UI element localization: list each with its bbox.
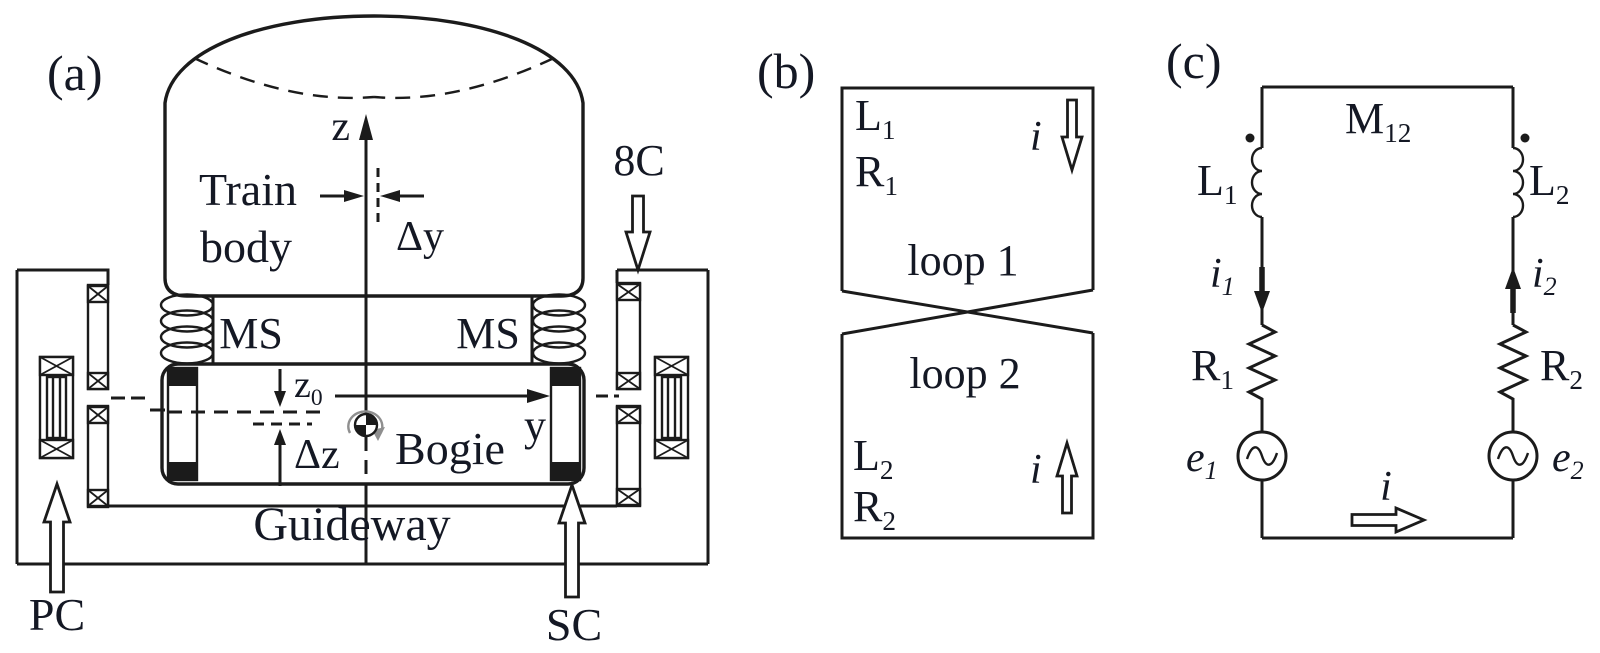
- delta-z-arrow-head: [274, 429, 286, 445]
- pc-label: PC: [29, 589, 85, 640]
- current-i1-arrow: [1254, 267, 1270, 313]
- sc-arrow: [557, 480, 587, 599]
- coil-hatch: [86, 405, 110, 425]
- guideway-structure: [15, 268, 710, 566]
- coil-hatch: [86, 371, 110, 391]
- panel-b-label: (b): [757, 43, 815, 99]
- current-arrow-down: [1060, 98, 1084, 175]
- loop1-label: loop 1: [907, 236, 1018, 285]
- secondary-suspension: [159, 293, 587, 365]
- coil-hatch: [86, 488, 110, 508]
- left-wall-coils: [38, 283, 110, 509]
- coil-hatch: [86, 284, 110, 304]
- panel-a: (a) Train body z y Δy z0 Δz MS MS Bogie …: [15, 14, 710, 650]
- mutual-inductance-label: M12: [1345, 94, 1411, 148]
- c8-label: 8C: [613, 136, 664, 185]
- panel-c: (c) M12 L1 L2 i1 i2 R1 R2 e1 e2 i: [1166, 33, 1584, 540]
- ms-label-right: MS: [456, 309, 520, 358]
- z-axis-label: z: [331, 104, 350, 150]
- delta-y-arrow-right-head: [380, 190, 400, 202]
- loop2-inductance-label: L2: [853, 431, 894, 485]
- coil-hatch: [615, 487, 642, 507]
- z-axis-arrowhead: [359, 114, 373, 140]
- panel-a-label: (a): [47, 45, 103, 101]
- resistor-R2: [1496, 323, 1530, 403]
- dot-terminal-right: [1520, 133, 1530, 143]
- train-body-label-line1: Train: [199, 164, 297, 215]
- dot-terminal-left: [1245, 133, 1255, 143]
- current-arrow-up: [1055, 438, 1079, 515]
- i1-label: i1: [1210, 251, 1235, 301]
- loop1-current-label: i: [1030, 114, 1042, 160]
- crossover-wire-2: [841, 288, 1094, 336]
- c8-arrow: [624, 194, 652, 275]
- i2-label: i2: [1532, 251, 1557, 301]
- coil-hatch: [615, 405, 642, 425]
- current-i2-arrow: [1505, 267, 1521, 313]
- e2-label: e2: [1552, 435, 1584, 485]
- loop1-resistance-label: R1: [855, 147, 898, 201]
- ms-label-left: MS: [219, 309, 283, 358]
- right-wall-coils: [615, 281, 690, 508]
- z0-arrow-head: [274, 391, 286, 407]
- loop1-inductance-label: L1: [855, 91, 896, 145]
- center-of-mass-symbol: [347, 410, 385, 441]
- y-axis-arrowhead: [527, 389, 550, 403]
- spring-right: [531, 293, 587, 365]
- R2-label: R2: [1540, 341, 1583, 395]
- panel-c-label: (c): [1166, 33, 1222, 89]
- loop2-label: loop 2: [909, 349, 1020, 398]
- L2-label: L2: [1529, 156, 1570, 210]
- loop2-outline: [840, 333, 1095, 540]
- propulsion-coil-left: [38, 355, 75, 460]
- z0-label: z0: [294, 364, 323, 411]
- e1-label: e1: [1186, 435, 1218, 485]
- y-axis-label: y: [524, 401, 546, 450]
- delta-z-label: Δz: [294, 432, 340, 478]
- coordinate-axes: [111, 114, 619, 563]
- sc-label: SC: [546, 599, 602, 650]
- delta-y-arrow-left-head: [344, 190, 364, 202]
- L1-label: L1: [1197, 156, 1238, 210]
- train-body-label-line2: body: [200, 221, 292, 272]
- bogie-label: Bogie: [395, 423, 505, 474]
- resistor-R1: [1245, 323, 1279, 403]
- coil-hatch: [615, 371, 642, 391]
- train-roof-crease-left: [193, 56, 375, 100]
- delta-y-label: Δy: [396, 214, 444, 260]
- i-main-label: i: [1380, 464, 1392, 510]
- source-e1: [1236, 430, 1288, 482]
- loop2-resistance-label: R2: [853, 482, 896, 536]
- current-i-arrow: [1350, 505, 1428, 535]
- train-body-shape: [163, 14, 585, 298]
- levitation-magnet-right: [549, 366, 582, 482]
- inductor-L1: [1250, 146, 1263, 219]
- levitation-magnet-left: [166, 366, 199, 482]
- pc-arrow: [42, 479, 72, 594]
- source-e2: [1487, 430, 1539, 482]
- guideway-label: Guideway: [253, 498, 450, 551]
- train-roof-crease-right: [373, 56, 555, 100]
- propulsion-coil-right: [653, 355, 690, 460]
- inductor-L2: [1512, 146, 1525, 219]
- coil-hatch: [615, 282, 642, 302]
- guideway-left-top: [17, 268, 110, 285]
- R1-label: R1: [1191, 341, 1234, 395]
- panel-b: (b) L1 R1 loop 1 loop 2 L2 R2 i i: [757, 43, 1095, 540]
- spring-left: [159, 293, 215, 365]
- loop1-outline: [840, 86, 1095, 291]
- loop2-current-label: i: [1030, 447, 1042, 493]
